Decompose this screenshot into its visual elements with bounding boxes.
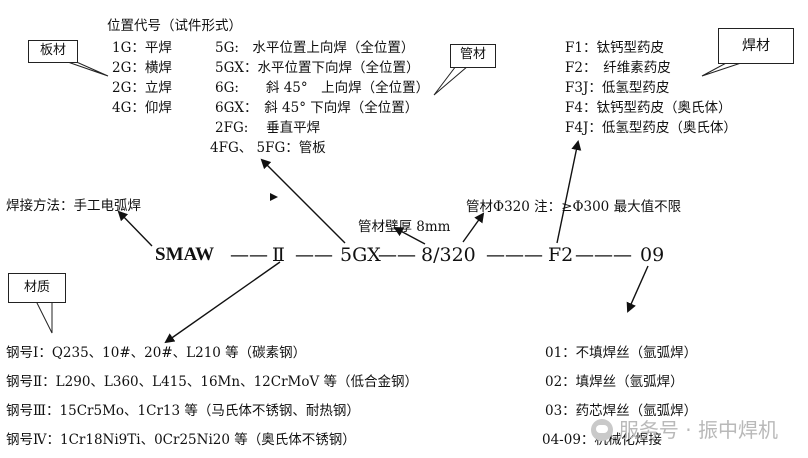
- material-row: 钢号Ⅳ：1Cr18Ni9Ti、0Cr25Ni20 等（奥氏体不锈钢）: [6, 432, 356, 448]
- electrode-row: F3J：低氢型药皮: [565, 80, 670, 96]
- wall-thickness-arrow: [393, 227, 426, 245]
- diameter-arrow: [462, 212, 485, 243]
- pipe-position-row: 5GX：水平位置下向焊（全位置）: [215, 60, 420, 76]
- pipe-position-row: 5G: 水平位置上向焊（全位置）: [215, 40, 415, 56]
- wechat-icon: [590, 419, 613, 441]
- code-position: 5GX: [340, 244, 381, 266]
- code-size: 8/320: [421, 244, 476, 266]
- code-wire: 09: [640, 244, 665, 266]
- position-code-heading: 位置代号（试件形式）: [107, 18, 242, 34]
- electrode-callout-tail: [701, 61, 745, 77]
- wire-row: 01：不填焊丝（氩弧焊）: [545, 345, 698, 361]
- wire-row: 02：填焊丝（氩弧焊）: [545, 374, 684, 390]
- code-separator: ———: [486, 244, 543, 266]
- code-material: Ⅱ: [272, 244, 285, 266]
- pipe-position-row: 6G: 斜 45° 上向焊（全位置）: [215, 80, 430, 96]
- pipe-callout: 管材: [450, 44, 496, 68]
- code-separator: ——: [295, 244, 333, 266]
- electrode-row: F4J：低氢型药皮（奥氏体）: [565, 120, 737, 136]
- code-separator: ——: [230, 244, 268, 266]
- plate-position-row: 2G：立焊: [112, 80, 172, 96]
- pipe-position-row: 4FG、 5FG：管板: [210, 140, 326, 156]
- plate-position-row: 2G：横焊: [112, 60, 172, 76]
- material-row: 钢号Ⅲ：15Cr5Mo、1Cr13 等（马氏体不锈钢、耐热钢）: [6, 403, 360, 419]
- electrode-row: F2： 纤维素药皮: [565, 60, 671, 76]
- wall-thickness-note: 管材壁厚 8mm: [358, 219, 451, 235]
- electrode-row: F4：钛钙型药皮（奥氏体）: [565, 100, 732, 116]
- electrode-row: F1：钛钙型药皮: [565, 40, 664, 56]
- material-callout-tail: [35, 300, 53, 334]
- pipe-position-row: 2FG: 垂直平焊: [215, 120, 321, 136]
- pipe-position-row: 6GX： 斜 45° 下向焊（全位置）: [215, 100, 419, 116]
- electrode-arrow: [556, 140, 582, 244]
- code-separator: ———: [575, 244, 632, 266]
- welding-method: 焊接方法：手工电弧焊: [6, 198, 141, 214]
- wire-arrow: [626, 265, 649, 313]
- watermark-text: 服务号 · 振中焊机: [618, 418, 778, 442]
- plate-callout: 板材: [28, 40, 78, 63]
- process-arrow: [117, 210, 153, 247]
- watermark: 服务号 · 振中焊机: [590, 414, 778, 443]
- code-separator: ——: [378, 244, 416, 266]
- electrode-callout: 焊材: [718, 28, 794, 64]
- plate-position-row: 4G：仰焊: [112, 100, 172, 116]
- plate-position-row: 1G：平焊: [112, 40, 172, 56]
- code-electrode: F2: [548, 244, 574, 266]
- position-arrow: [260, 158, 346, 244]
- code-process: SMAW: [155, 244, 215, 265]
- marker-triangle: [270, 193, 278, 201]
- pipe-diameter-note: 管材Φ320 注：≥Φ300 最大值不限: [466, 199, 682, 215]
- pipe-callout-tail: [433, 65, 470, 96]
- material-arrow: [164, 261, 281, 344]
- material-row: 钢号Ⅰ：Q235、10#、20#、L210 等（碳素钢）: [6, 345, 307, 361]
- wire-row: 03：药芯焊丝（氩弧焊）: [545, 403, 698, 419]
- material-callout: 材质: [8, 273, 66, 303]
- material-row: 钢号Ⅱ：L290、L360、L415、16Mn、12CrMoV 等（低合金钢）: [6, 374, 419, 390]
